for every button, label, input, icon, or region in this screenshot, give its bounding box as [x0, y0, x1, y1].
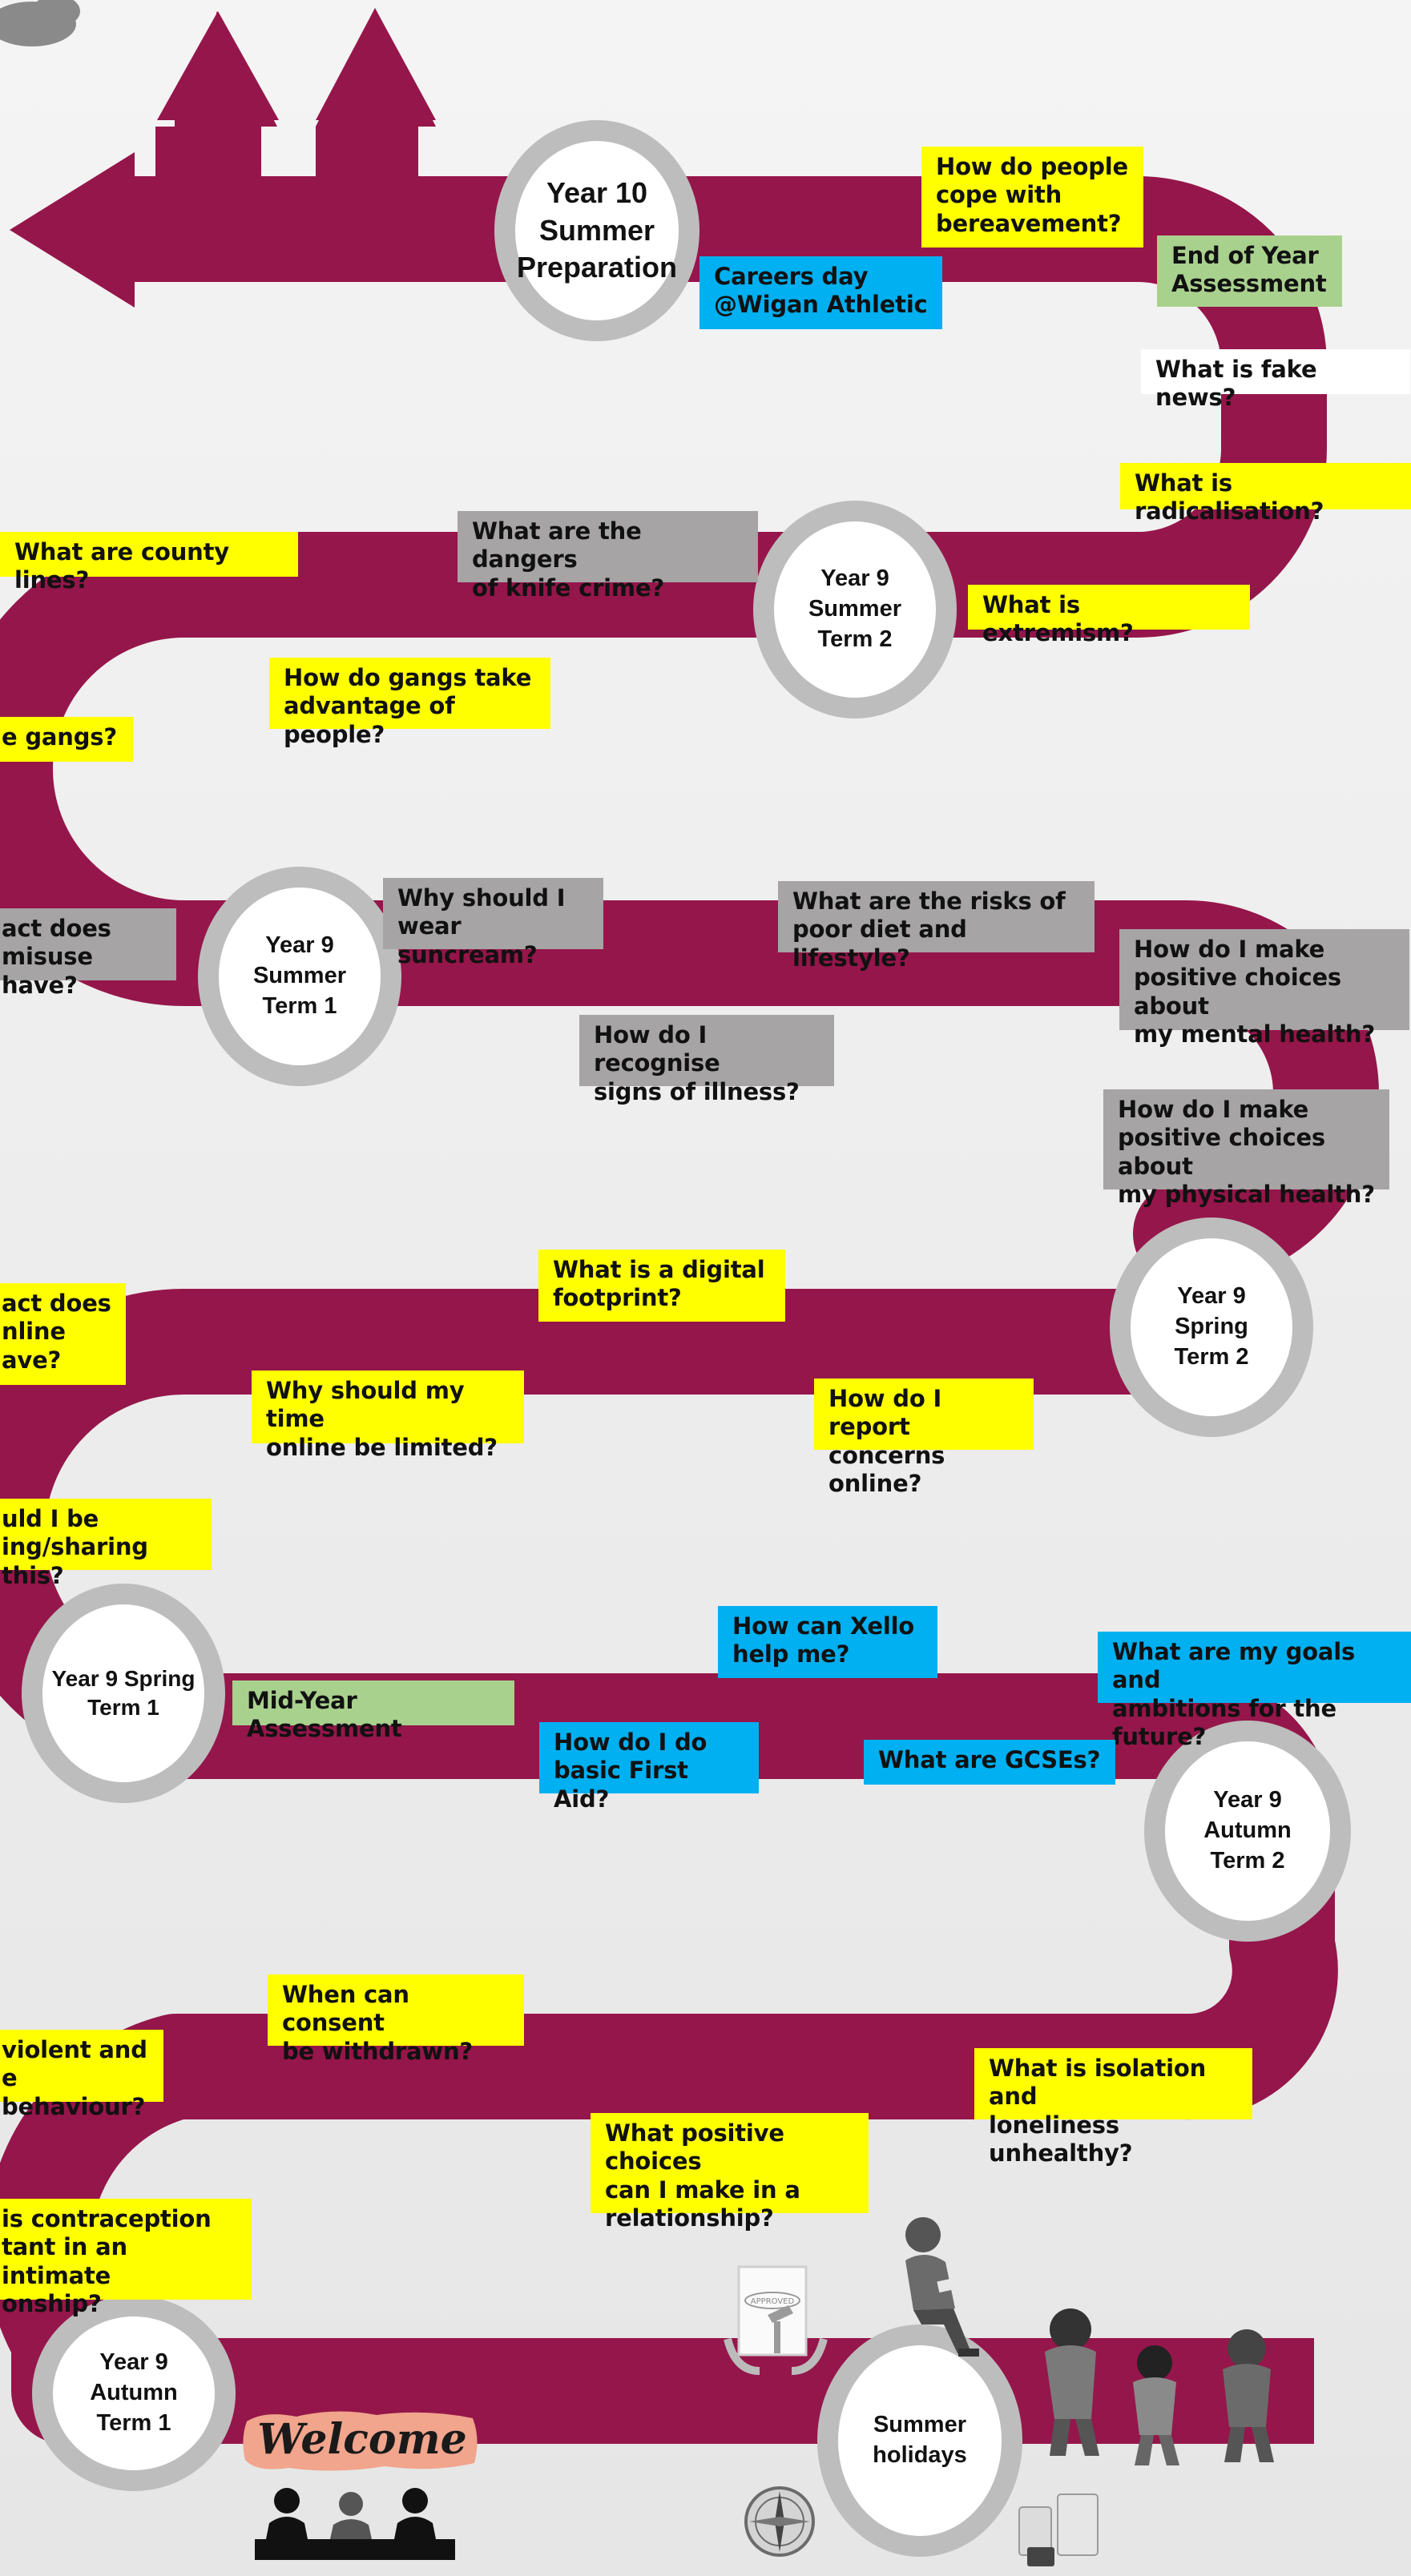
topic-fake-news: What is fake news?: [1141, 349, 1410, 411]
topic-extremism: What is extremism?: [968, 585, 1250, 646]
reading-person-icon: [905, 2217, 1001, 2357]
up-arrow-shaft-1: [175, 120, 261, 180]
topic-suncream: Why should I wear suncream?: [383, 878, 603, 968]
walking-students-icon: [1045, 2308, 1274, 2465]
topic-isolation: What is isolation and loneliness unhealt…: [974, 2048, 1252, 2167]
topic-gangs-partial: e gangs?: [0, 717, 133, 762]
topic-careers-day: Careers day @Wigan Athletic: [699, 256, 942, 329]
topic-poor-diet: What are the risks of poor diet and life…: [778, 881, 1095, 972]
welcome-text: Welcome: [257, 2415, 466, 2464]
students-silhouette-icon: [255, 2488, 455, 2560]
up-arrow-head-1: [157, 11, 279, 120]
topic-contraception-partial: is contraception tant in an intimate ons…: [0, 2199, 252, 2317]
milestone-label: Year 9 Summer Term 1: [252, 932, 347, 1019]
topic-radicalisation: What is radicalisation?: [1120, 463, 1411, 525]
topic-xello: How can Xello help me?: [718, 1606, 937, 1678]
topic-misuse-partial: act does misuse have?: [0, 908, 176, 999]
milestone-year10-summer-preparation: Year 10 Summer Preparation: [494, 120, 699, 341]
topic-gangs-advantage: How do gangs take advantage of people?: [269, 658, 550, 748]
milestone-label: Year 10 Summer Preparation: [516, 175, 678, 284]
topic-positive-choices-relationship: What positive choices can I make in a re…: [591, 2113, 869, 2232]
topic-online-partial: act does nline ave?: [0, 1283, 126, 1385]
luggage-icon: [1018, 2493, 1099, 2566]
topic-end-of-year-assessment: End of Year Assessment: [1157, 235, 1342, 307]
road-arrow-left: [10, 152, 135, 308]
topic-consent: When can consent be withdrawn?: [268, 1974, 524, 2065]
topic-report-online: How do I report concerns online?: [814, 1379, 1034, 1497]
milestone-year9-summer-term2: Year 9 Summer Term 2: [753, 501, 957, 718]
approved-stamp-text: APPROVED: [751, 2297, 795, 2306]
topic-bereavement: How do people cope with bereavement?: [921, 147, 1143, 248]
milestone-year9-summer-term1: Year 9 Summer Term 1: [198, 867, 401, 1086]
topic-gcses: What are GCSEs?: [864, 1740, 1115, 1785]
topic-knife-crime: What are the dangers of knife crime?: [458, 511, 758, 602]
topic-goals-ambitions: What are my goals and ambitions for the …: [1098, 1632, 1411, 1750]
topic-county-lines: What are county lines?: [0, 532, 298, 594]
welcome-banner: Welcome: [243, 2411, 478, 2471]
milestone-label: Year 9 Autumn Term 2: [1203, 1787, 1292, 1874]
milestone-year9-autumn-term2: Year 9 Autumn Term 2: [1144, 1721, 1351, 1942]
milestone-label: Summer holidays: [873, 2412, 967, 2468]
milestone-year9-spring-term2: Year 9 Spring Term 2: [1110, 1218, 1313, 1437]
up-arrow-head-2: [316, 8, 436, 120]
milestone-label: Year 9 Spring Term 1: [51, 1665, 196, 1720]
milestone-label: Year 9 Summer Term 2: [808, 566, 902, 652]
milestone-label: Year 9 Spring Term 2: [1174, 1283, 1249, 1370]
milestone-year9-spring-term1: Year 9 Spring Term 1: [22, 1584, 225, 1803]
topic-mental-health: How do I make positive choices about my …: [1119, 929, 1409, 1048]
topic-first-aid: How do I do basic First Aid?: [539, 1722, 759, 1813]
topic-digital-footprint: What is a digital footprint?: [538, 1250, 785, 1322]
up-arrow-shaft-2: [333, 120, 418, 180]
cloud-icon: [0, 0, 80, 46]
topic-mid-year-assessment: Mid-Year Assessment: [232, 1680, 514, 1742]
milestone-year9-autumn-term1: Year 9 Autumn Term 1: [32, 2296, 236, 2491]
topic-time-online: Why should my time online be limited?: [252, 1371, 524, 1461]
compass-icon: [744, 2486, 815, 2557]
topic-violent-partial: violent and e behaviour?: [0, 2030, 163, 2120]
approved-document-icon: APPROVED: [724, 2265, 828, 2375]
topic-sharing-partial: uld I be ing/sharing this?: [0, 1499, 212, 1589]
topic-physical-health: How do I make positive choices about my …: [1103, 1089, 1389, 1208]
milestone-label: Year 9 Autumn Term 1: [90, 2349, 178, 2436]
topic-recognise-illness: How do I recognise signs of illness?: [579, 1015, 834, 1105]
